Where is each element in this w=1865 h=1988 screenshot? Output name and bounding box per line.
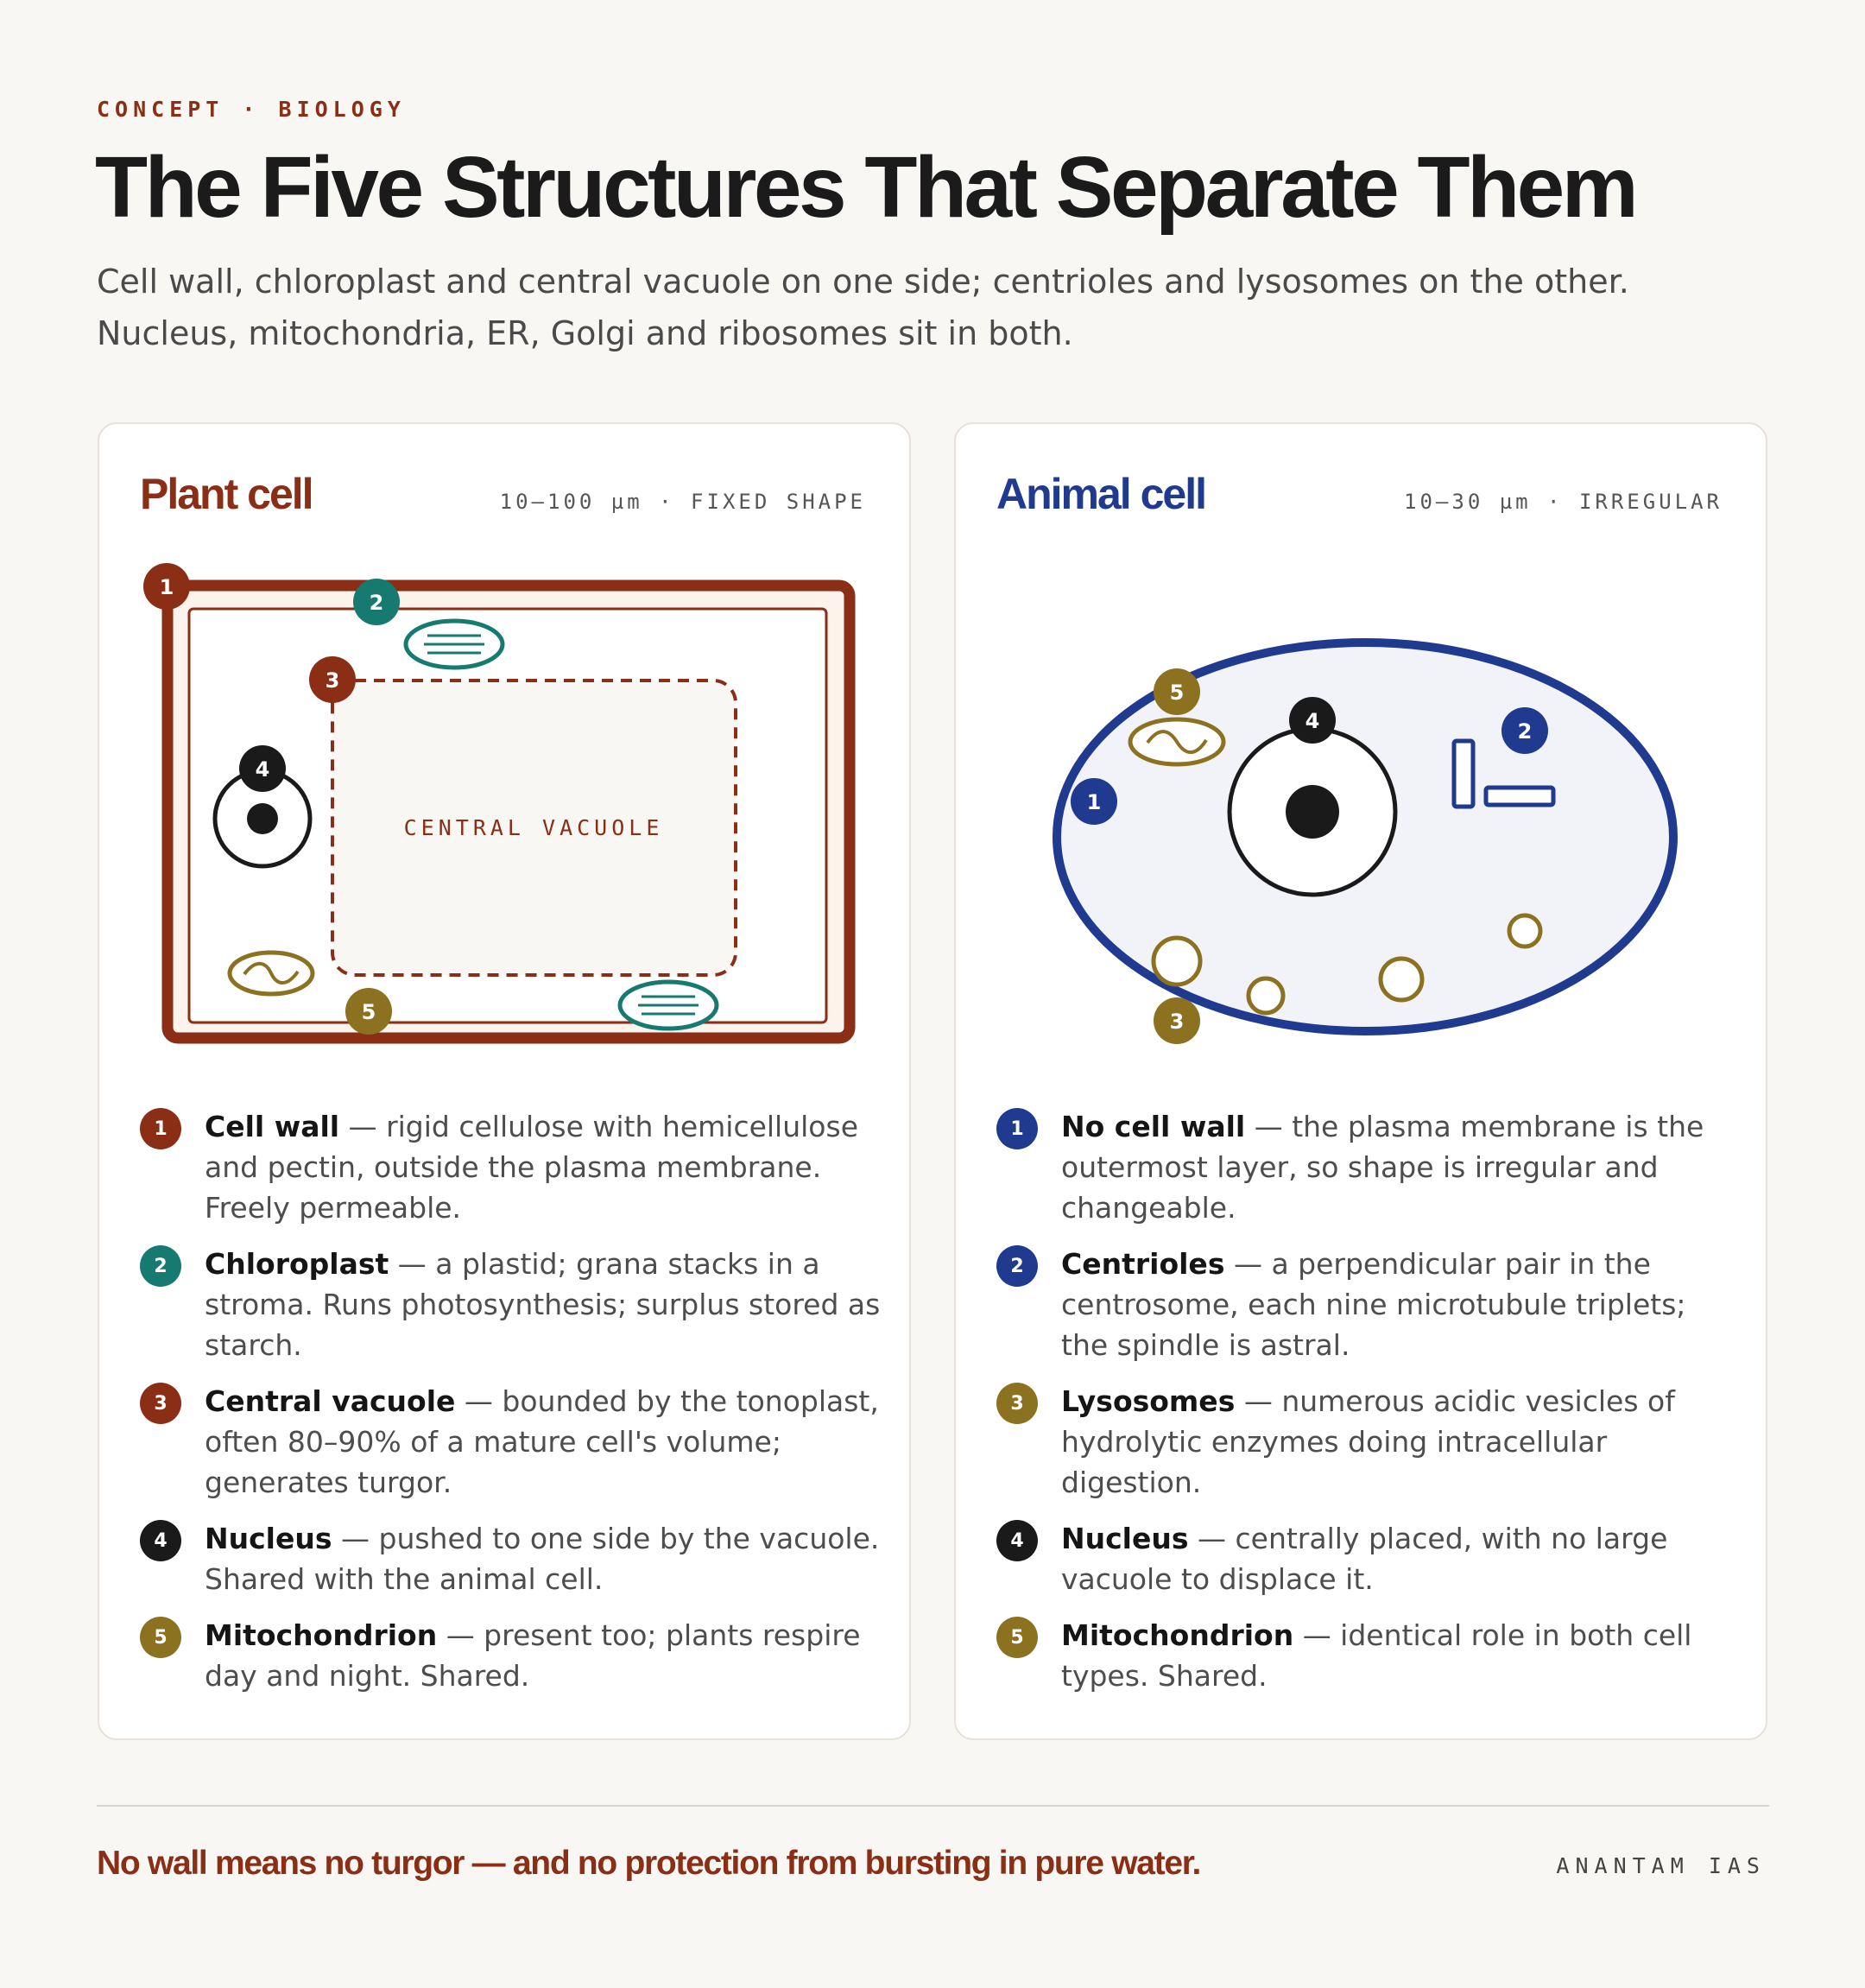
animal-cell-card: 1 2 3 4 5 Animal cell 10–30 µm · IRREGUL… [954, 422, 1767, 1740]
svg-text:5: 5 [362, 1000, 376, 1024]
page-title: The Five Structures That Separate Them [95, 139, 1639, 236]
marker-4: 4 [1289, 697, 1336, 744]
svg-text:4: 4 [256, 757, 270, 782]
number-badge: 3 [996, 1383, 1038, 1424]
number-badge: 3 [140, 1383, 181, 1424]
legend-description: — present too; plants respire day and ni… [205, 1618, 861, 1693]
legend-item-lysosomes: 3 Lysosomes — numerous acidic vesicles o… [996, 1381, 1739, 1503]
number-badge: 5 [140, 1617, 181, 1658]
centrioles [1451, 738, 1556, 809]
legend-description: — bounded by the tonoplast, often 80–90%… [205, 1384, 879, 1499]
number-badge: 1 [140, 1108, 181, 1149]
nucleus [1227, 726, 1398, 897]
legend-term: Centrioles [1061, 1247, 1225, 1281]
legend-item-central-vacuole: 3 Central vacuole — bounded by the tonop… [140, 1381, 882, 1503]
legend-description: — a perpendicular pair in the centrosome… [1061, 1247, 1686, 1362]
number-badge: 4 [996, 1520, 1038, 1561]
mitochondrion [1128, 717, 1226, 767]
plant-card-title: Plant cell [140, 470, 314, 518]
legend-term: Chloroplast [205, 1247, 389, 1281]
svg-text:1: 1 [160, 575, 174, 599]
animal-card-meta: 10–30 µm · IRREGULAR [1404, 490, 1723, 514]
subtitle-line-1: Cell wall, chloroplast and central vacuo… [97, 263, 1629, 301]
legend-description: — pushed to one side by the vacuole. Sha… [205, 1522, 880, 1596]
legend-item-no-cell-wall: 1 No cell wall — the plasma membrane is … [996, 1106, 1739, 1228]
legend-description: — identical role in both cell types. Sha… [1061, 1618, 1692, 1693]
plant-legend: 1 Cell wall — rigid cellulose with hemic… [140, 1106, 882, 1712]
number-badge: 4 [140, 1520, 181, 1561]
legend-term: Mitochondrion [1061, 1618, 1294, 1652]
marker-5: 5 [1154, 668, 1200, 715]
animal-card-title: Animal cell [996, 470, 1207, 518]
legend-term: Nucleus [1061, 1522, 1189, 1555]
number-badge: 2 [140, 1245, 181, 1287]
subtitle-line-2: Nucleus, mitochondria, ER, Golgi and rib… [97, 314, 1073, 352]
number-badge: 1 [996, 1108, 1038, 1149]
central-vacuole [331, 679, 737, 977]
legend-term: Nucleus [205, 1522, 332, 1555]
mitochondrion [227, 950, 315, 997]
svg-text:2: 2 [370, 591, 384, 615]
footer-divider [97, 1805, 1769, 1807]
marker-1: 1 [1071, 778, 1117, 825]
legend-term: Central vacuole [205, 1384, 456, 1418]
marker-1: 1 [143, 563, 190, 610]
svg-text:5: 5 [1170, 681, 1185, 705]
number-badge: 5 [996, 1617, 1038, 1658]
legend-term: Lysosomes [1061, 1384, 1236, 1418]
chloroplast-top [403, 618, 505, 670]
animal-cell-diagram: 1 2 3 4 5 [1053, 638, 1678, 1044]
lysosomes [1151, 913, 1543, 1016]
svg-text:2: 2 [1518, 719, 1533, 744]
legend-item-mitochondrion: 5 Mitochondrion — identical role in both… [996, 1615, 1739, 1696]
legend-item-mitochondrion: 5 Mitochondrion — present too; plants re… [140, 1615, 882, 1696]
legend-item-cell-wall: 1 Cell wall — rigid cellulose with hemic… [140, 1106, 882, 1228]
marker-3: 3 [309, 656, 356, 703]
vacuole-label: CENTRAL VACUOLE [404, 815, 664, 840]
legend-term: Mitochondrion [205, 1618, 438, 1652]
svg-text:3: 3 [326, 668, 340, 693]
legend-description: — a plastid; grana stacks in a stroma. R… [205, 1247, 881, 1362]
plant-cell-diagram: CENTRAL VACUOLE 1 2 3 4 5 [143, 563, 856, 1044]
eyebrow: CONCEPT · BIOLOGY [97, 97, 406, 122]
svg-text:1: 1 [1087, 790, 1102, 814]
svg-text:4: 4 [1306, 709, 1320, 733]
plant-cell-card: CENTRAL VACUOLE 1 2 3 4 5 Plant cell 10–… [98, 422, 911, 1740]
marker-2: 2 [353, 579, 400, 625]
legend-description: — centrally placed, with no large vacuol… [1061, 1522, 1668, 1596]
legend-item-chloroplast: 2 Chloroplast — a plastid; grana stacks … [140, 1244, 882, 1365]
footer-note: No wall means no turgor — and no protect… [97, 1845, 1201, 1882]
animal-legend: 1 No cell wall — the plasma membrane is … [996, 1106, 1739, 1712]
subtitle: Cell wall, chloroplast and central vacuo… [97, 256, 1737, 359]
svg-text:3: 3 [1170, 1010, 1185, 1034]
marker-2: 2 [1501, 707, 1548, 754]
legend-description: — rigid cellulose with hemicellulose and… [205, 1110, 858, 1225]
marker-3: 3 [1154, 997, 1200, 1044]
chloroplast-bottom [617, 979, 719, 1031]
legend-description: — the plasma membrane is the outermost l… [1061, 1110, 1704, 1225]
legend-item-nucleus: 4 Nucleus — centrally placed, with no la… [996, 1518, 1739, 1599]
legend-description: — numerous acidic vesicles of hydrolytic… [1061, 1384, 1675, 1499]
legend-term: Cell wall [205, 1110, 340, 1143]
legend-item-nucleus: 4 Nucleus — pushed to one side by the va… [140, 1518, 882, 1599]
marker-5: 5 [345, 988, 392, 1035]
plant-card-meta: 10–100 µm · FIXED SHAPE [499, 490, 866, 514]
marker-4: 4 [239, 745, 286, 792]
number-badge: 2 [996, 1245, 1038, 1287]
footer-brand: ANANTAM IAS [1556, 1853, 1766, 1878]
legend-item-centrioles: 2 Centrioles — a perpendicular pair in t… [996, 1244, 1739, 1365]
legend-term: No cell wall [1061, 1110, 1246, 1143]
